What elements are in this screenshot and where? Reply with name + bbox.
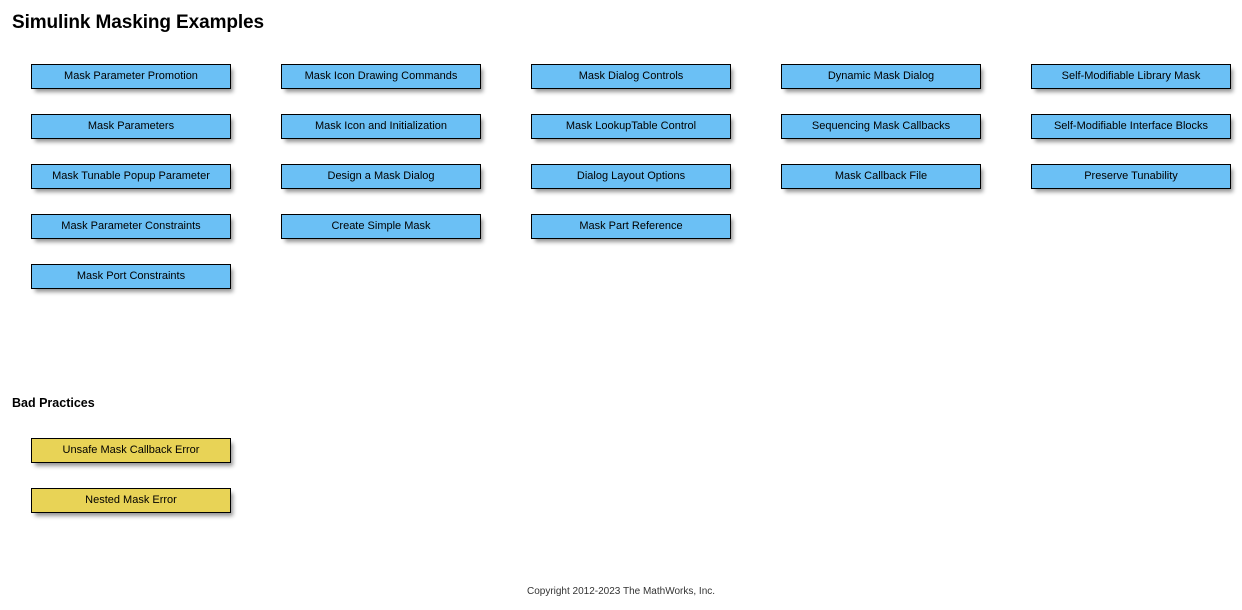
block-label: Mask Port Constraints <box>76 271 186 282</box>
block-dynamic-mask-dialog[interactable]: Dynamic Mask Dialog <box>781 64 981 89</box>
block-label: Mask Parameters <box>87 121 175 132</box>
block-sequencing-mask-callbacks[interactable]: Sequencing Mask Callbacks <box>781 114 981 139</box>
block-mask-dialog-controls[interactable]: Mask Dialog Controls <box>531 64 731 89</box>
block-label: Design a Mask Dialog <box>327 171 435 182</box>
block-label: Preserve Tunability <box>1084 171 1178 182</box>
block-unsafe-mask-callback-error[interactable]: Unsafe Mask Callback Error <box>31 438 231 463</box>
block-label: Create Simple Mask <box>331 221 431 232</box>
block-mask-icon-and-initialization[interactable]: Mask Icon and Initialization <box>281 114 481 139</box>
block-label: Mask Dialog Controls <box>578 71 684 82</box>
block-label: Mask Tunable Popup Parameter <box>52 171 210 182</box>
block-mask-icon-drawing-commands[interactable]: Mask Icon Drawing Commands <box>281 64 481 89</box>
block-mask-part-reference[interactable]: Mask Part Reference <box>531 214 731 239</box>
block-label: Self-Modifiable Library Mask <box>1061 71 1201 82</box>
block-label: Mask Parameter Promotion <box>64 71 198 82</box>
block-mask-callback-file[interactable]: Mask Callback File <box>781 164 981 189</box>
block-nested-mask-error[interactable]: Nested Mask Error <box>31 488 231 513</box>
block-design-a-mask-dialog[interactable]: Design a Mask Dialog <box>281 164 481 189</box>
block-label: Mask Callback File <box>834 171 928 182</box>
block-label: Mask Icon and Initialization <box>314 121 448 132</box>
block-mask-lookuptable-control[interactable]: Mask LookupTable Control <box>531 114 731 139</box>
block-label: Mask Icon Drawing Commands <box>304 71 458 82</box>
block-label: Dialog Layout Options <box>576 171 686 182</box>
block-mask-parameter-promotion[interactable]: Mask Parameter Promotion <box>31 64 231 89</box>
block-label: Mask LookupTable Control <box>565 121 697 132</box>
block-label: Sequencing Mask Callbacks <box>811 121 951 132</box>
page-title: Simulink Masking Examples <box>12 12 264 33</box>
section-title-bad-practices: Bad Practices <box>12 396 95 410</box>
block-mask-tunable-popup-parameter[interactable]: Mask Tunable Popup Parameter <box>31 164 231 189</box>
block-dialog-layout-options[interactable]: Dialog Layout Options <box>531 164 731 189</box>
block-label: Unsafe Mask Callback Error <box>62 445 200 456</box>
block-mask-port-constraints[interactable]: Mask Port Constraints <box>31 264 231 289</box>
block-label: Self-Modifiable Interface Blocks <box>1053 121 1209 132</box>
block-self-modifiable-library-mask[interactable]: Self-Modifiable Library Mask <box>1031 64 1231 89</box>
block-create-simple-mask[interactable]: Create Simple Mask <box>281 214 481 239</box>
block-self-modifiable-interface-blocks[interactable]: Self-Modifiable Interface Blocks <box>1031 114 1231 139</box>
copyright-footer: Copyright 2012-2023 The MathWorks, Inc. <box>526 586 716 597</box>
block-label: Nested Mask Error <box>85 495 177 506</box>
block-label: Mask Part Reference <box>579 221 683 232</box>
block-mask-parameters[interactable]: Mask Parameters <box>31 114 231 139</box>
block-mask-parameter-constraints[interactable]: Mask Parameter Constraints <box>31 214 231 239</box>
block-label: Dynamic Mask Dialog <box>827 71 935 82</box>
block-preserve-tunability[interactable]: Preserve Tunability <box>1031 164 1231 189</box>
block-label: Mask Parameter Constraints <box>61 221 201 232</box>
